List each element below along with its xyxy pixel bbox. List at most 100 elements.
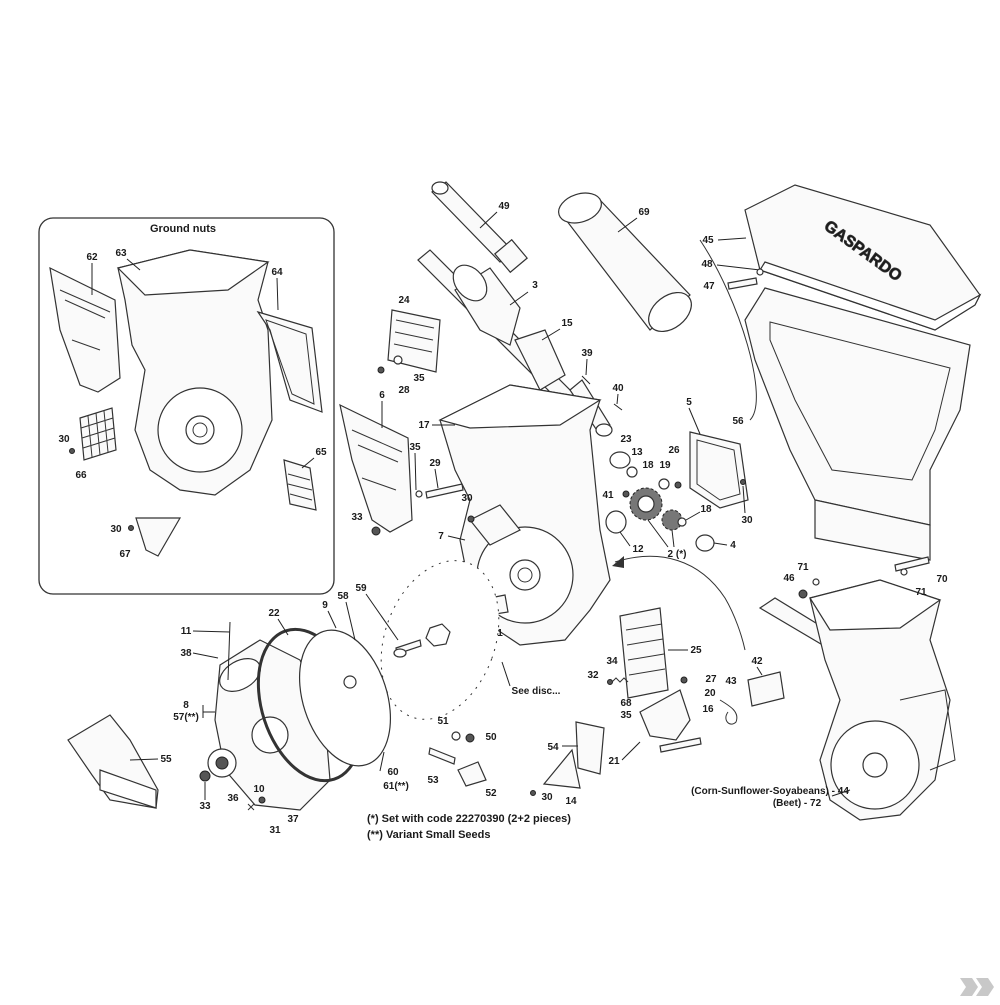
leader-56 (699, 239, 757, 421)
screw-32 (607, 679, 613, 685)
plate-6 (339, 403, 413, 533)
leader-40 (616, 393, 619, 405)
callout-17: 17 (418, 420, 430, 431)
screw-41 (622, 490, 630, 498)
inset-plate-lines (59, 289, 111, 351)
callout-30e: 30 (541, 792, 553, 803)
logo-chevron-b (976, 978, 994, 996)
plate-6-lines (351, 429, 403, 491)
nut-33a (199, 770, 211, 782)
rotation-arrowhead (612, 556, 624, 568)
callout-1: 1 (497, 628, 503, 639)
callout-61: 61(**) (383, 781, 409, 792)
inset-plate-62 (49, 266, 121, 393)
pin-39 (581, 375, 591, 385)
leader-15 (541, 328, 561, 341)
callout-54: 54 (547, 742, 559, 753)
leader-59 (365, 593, 399, 641)
screw-30a (69, 448, 75, 454)
shaft-group: 49 3 15 39 40 (417, 181, 624, 433)
leader-64 (276, 277, 279, 311)
pin-49-tip (494, 238, 528, 274)
leader-58 (345, 601, 356, 641)
callout-16: 16 (702, 704, 714, 715)
screw-30d (740, 479, 746, 485)
bracket-55-arm (99, 769, 157, 809)
washer-19 (658, 478, 670, 490)
leader-30d (742, 485, 746, 514)
callout-33a: 33 (199, 801, 211, 812)
gasket-5 (689, 431, 749, 509)
leader-38 (192, 652, 219, 659)
callout-53: 53 (427, 775, 439, 786)
leader-11 (192, 630, 231, 633)
callout-26: 26 (668, 445, 680, 456)
pin-49-head (431, 181, 449, 195)
screw-26 (674, 481, 682, 489)
callout-60: 60 (387, 767, 399, 778)
window-24-group: 24 35 28 (377, 295, 441, 396)
leader-12 (619, 531, 631, 547)
tube-bottom-end (648, 291, 692, 333)
bushing-13 (609, 451, 631, 469)
assembled-unit: 70 71 46 71 (Corn-Sunflower-Soyabeans) -… (691, 556, 956, 821)
leader-63 (126, 258, 141, 271)
hopper-base (814, 499, 931, 561)
cover-25-lines (625, 623, 666, 676)
callout-2: 2 (*) (668, 549, 687, 560)
callout-30a: 30 (58, 434, 70, 445)
bracket-16 (639, 689, 691, 741)
leader-22 (277, 618, 289, 636)
callout-21: 21 (608, 756, 620, 767)
callout-41: 41 (602, 490, 614, 501)
callout-15: 15 (561, 318, 573, 329)
inset-hub-center (192, 422, 208, 438)
leader-69 (617, 217, 638, 233)
leader-5 (688, 407, 701, 435)
callout-66: 66 (75, 470, 87, 481)
bracket-52 (457, 761, 487, 787)
callout-48: 48 (701, 259, 713, 270)
washer-51 (451, 731, 461, 741)
callout-35a: 35 (413, 373, 425, 384)
bottom-center-parts: 51 50 53 52 54 14 30 (427, 716, 605, 807)
callout-5: 5 (686, 397, 692, 408)
callout-59: 59 (355, 583, 367, 594)
inset-part-65 (283, 459, 317, 511)
callout-40: 40 (612, 383, 624, 394)
callout-19: 19 (659, 460, 671, 471)
callout-63: 63 (115, 248, 127, 259)
inset-window-inner (265, 319, 315, 405)
leader-18b (685, 511, 701, 521)
leader-60 (379, 751, 385, 772)
callout-34: 34 (606, 656, 618, 667)
screw-37 (258, 796, 266, 804)
note-set-code: (*) Set with code 22270390 (2+2 pieces) (367, 813, 571, 825)
window-24 (387, 309, 441, 373)
callout-3: 3 (532, 280, 538, 291)
callout-67: 67 (119, 549, 131, 560)
callout-30b: 30 (110, 524, 122, 535)
leader-21 (621, 741, 641, 761)
washer-18b (677, 517, 687, 527)
bottom-left-parts: 11 38 8 57(**) 22 9 58 59 60 61(**) 10 3… (67, 583, 422, 836)
callout-32: 32 (587, 670, 599, 681)
callout-10: 10 (253, 784, 265, 795)
callout-4: 4 (730, 540, 736, 551)
callout-42: 42 (751, 656, 763, 667)
callout-50: 50 (485, 732, 497, 743)
beet-label: (Beet) - 72 (773, 798, 822, 809)
pin-59-head (393, 648, 407, 658)
leader-45 (717, 237, 747, 241)
callout-71b: 71 (915, 587, 927, 598)
callout-22: 22 (268, 608, 280, 619)
gasket-5-inner (696, 439, 741, 501)
bushing-23 (595, 423, 613, 437)
logo-chevron-a (960, 978, 978, 996)
plate-9 (298, 629, 392, 767)
gear-2a-hub (637, 495, 655, 513)
plate-6-group: 6 33 35 29 (339, 390, 464, 536)
washer-35a (393, 355, 403, 365)
